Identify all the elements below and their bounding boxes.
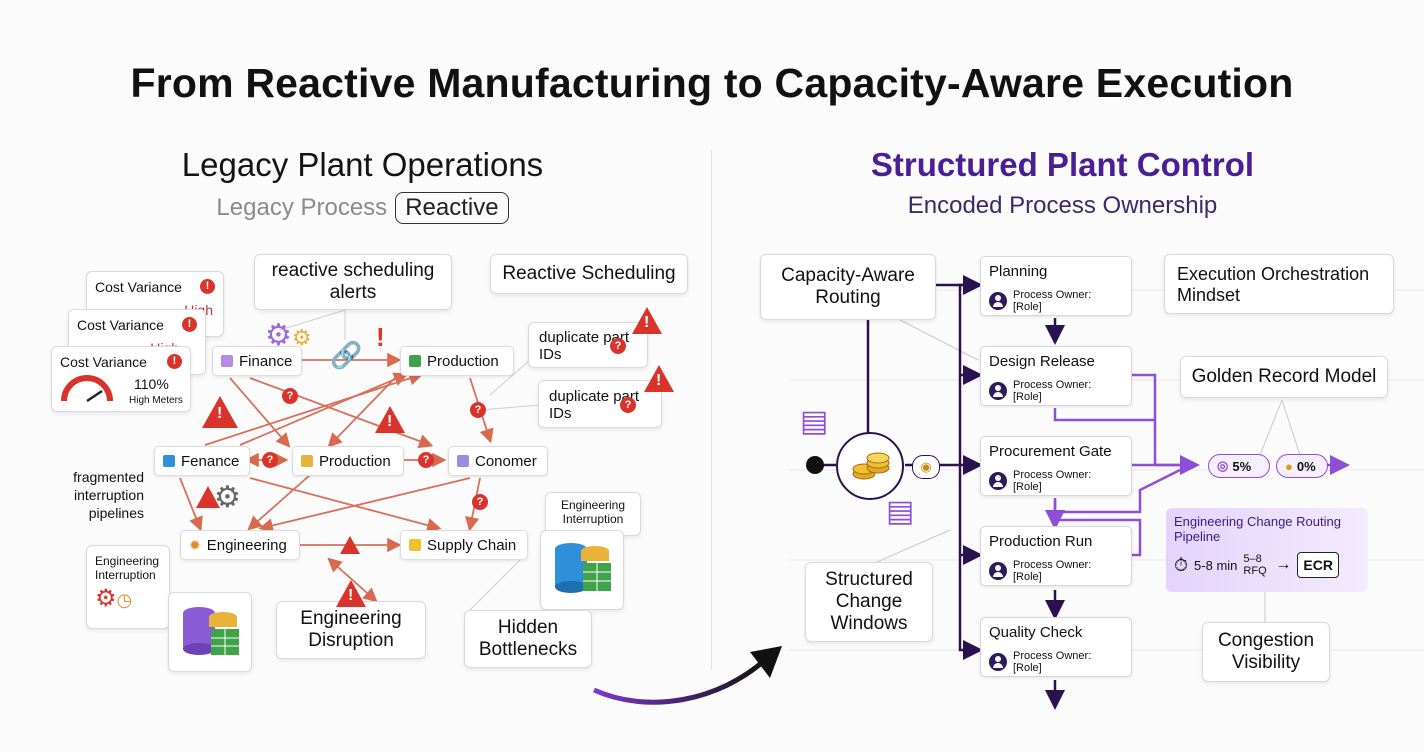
- cost-variance-label: Cost Variance: [77, 317, 164, 333]
- cost-variance-value: 110%: [134, 376, 169, 392]
- congestion-visibility-callout: Congestion Visibility: [1202, 622, 1330, 682]
- gear-icon: ⚙: [214, 481, 241, 514]
- coin-icon: ●: [1285, 458, 1293, 474]
- ecr-pipeline-title: Engineering Change Routing Pipeline: [1174, 514, 1341, 544]
- left-heading: Legacy Plant Operations: [181, 146, 544, 183]
- golden-record-callout: Golden Record Model: [1180, 356, 1388, 398]
- timer-icon: ⏱: [1174, 554, 1189, 575]
- conomer-icon: [457, 455, 469, 467]
- step-quality-check: Quality Check Process Owner: [Role]: [980, 617, 1132, 677]
- gauge-icon: [61, 375, 113, 403]
- production-icon: [301, 455, 313, 467]
- arrow-right-icon: →: [1275, 556, 1292, 573]
- step-procurement-gate: Procurement Gate Process Owner: [Role]: [980, 436, 1132, 496]
- ecr-time: 5-8 min: [1194, 557, 1238, 573]
- routing-hub: [836, 432, 904, 500]
- node-supply-chain: Supply Chain: [400, 530, 528, 560]
- warning-icon: !: [202, 396, 238, 428]
- node-conomer: Conomer: [448, 446, 548, 476]
- supply-chain-icon: [409, 539, 421, 551]
- node-engineering: ✹Engineering: [180, 530, 300, 560]
- database-spreadsheet-icon: [555, 543, 611, 593]
- left-subtitle: Legacy Process: [216, 194, 388, 221]
- engineering-interruption-card-1: Engineering Interruption ⚙◷: [86, 545, 170, 629]
- exclamation-icon: !: [376, 322, 385, 352]
- structured-change-windows-callout: Structured Change Windows: [805, 562, 933, 642]
- hidden-bottlenecks-callout: Hidden Bottlenecks: [464, 610, 592, 668]
- warning-icon: !: [632, 307, 662, 334]
- cost-variance-note: High Meters: [129, 395, 183, 406]
- question-icon: ?: [262, 452, 278, 468]
- fenance-icon: [163, 455, 175, 467]
- warning-icon: !: [336, 580, 366, 607]
- cost-variance-card-3: Cost Variance! 110% High Meters: [51, 346, 191, 412]
- reactive-scheduling-alerts-callout: reactive scheduling alerts: [254, 254, 452, 310]
- person-icon: [989, 562, 1007, 580]
- main-title: From Reactive Manufacturing to Capacity-…: [130, 60, 1294, 106]
- person-icon: [989, 653, 1007, 671]
- cost-variance-label: Cost Variance: [60, 354, 147, 370]
- question-icon: ?: [470, 402, 486, 418]
- question-icon: ?: [620, 397, 636, 413]
- money-stack-icon: ▤: [800, 405, 829, 438]
- right-subtitle: Encoded Process Ownership: [907, 192, 1218, 219]
- person-icon: [989, 472, 1007, 490]
- execution-orchestration-callout: Execution Orchestration Mindset: [1164, 254, 1394, 314]
- duplicate-part-ids-1: duplicate part IDs: [528, 322, 648, 368]
- coin-badge-icon: ◉: [912, 455, 940, 479]
- ecr-rfq: 5–8 RFQ: [1243, 553, 1267, 577]
- production-icon: [409, 355, 421, 367]
- database-card-right: [540, 530, 624, 610]
- coins-icon: ◎: [1217, 458, 1229, 473]
- engineering-interruption-label: Engineering Interruption: [95, 554, 160, 582]
- alert-icon: !: [182, 317, 197, 332]
- warning-icon: [196, 486, 220, 508]
- question-icon: ?: [418, 452, 434, 468]
- fragmented-pipelines-label: fragmented interruption pipelines: [73, 469, 144, 521]
- ecr-pipeline-panel: Engineering Change Routing Pipeline ⏱ 5-…: [1166, 508, 1368, 592]
- step-planning: Planning Process Owner: [Role]: [980, 256, 1132, 316]
- broken-link-icon: 🔗: [330, 340, 363, 370]
- left-subtitle-row: Legacy Process Reactive: [150, 192, 575, 224]
- node-production-mid: Production: [292, 446, 404, 476]
- finance-icon: [221, 355, 233, 367]
- alert-icon: !: [200, 279, 215, 294]
- ecr-badge: ECR: [1297, 552, 1339, 578]
- question-icon: ?: [282, 388, 298, 404]
- pill-5-percent: ◎5%: [1208, 454, 1270, 478]
- question-icon: ?: [610, 338, 626, 354]
- start-node: [806, 456, 824, 474]
- alert-icon: !: [167, 354, 182, 369]
- step-design-release: Design Release Process Owner: [Role]: [980, 346, 1132, 406]
- person-icon: [989, 382, 1007, 400]
- pill-0-percent: ●0%: [1276, 454, 1328, 478]
- warning-icon: !: [375, 406, 405, 433]
- database-spreadsheet-icon: [183, 607, 239, 655]
- right-heading: Structured Plant Control: [870, 146, 1255, 183]
- node-finance: Finance: [212, 346, 302, 376]
- step-production-run: Production Run Process Owner: [Role]: [980, 526, 1132, 586]
- reactive-scheduling-callout: Reactive Scheduling: [490, 254, 688, 294]
- database-card-left: [168, 592, 252, 672]
- engineering-disruption-callout: Engineering Disruption: [276, 601, 426, 659]
- capacity-aware-routing-callout: Capacity-Aware Routing: [760, 254, 936, 320]
- node-fenance: Fenance: [154, 446, 250, 476]
- center-divider: [711, 150, 712, 670]
- question-icon: ?: [472, 494, 488, 510]
- cost-variance-label: Cost Variance: [95, 279, 182, 295]
- node-production-top: Production: [400, 346, 514, 376]
- person-icon: [989, 292, 1007, 310]
- gear-clock-icon: ⚙◷: [95, 585, 133, 612]
- reactive-tag: Reactive: [395, 192, 509, 224]
- coins-icon: [852, 452, 890, 480]
- warning-icon: !: [644, 365, 674, 392]
- transition-arrow: [592, 646, 782, 705]
- duplicate-part-ids-2: duplicate part IDs: [538, 380, 662, 428]
- money-stack-icon: ▤: [886, 495, 915, 528]
- gears-icon: ⚙⚙: [265, 319, 312, 352]
- warning-icon: [340, 536, 360, 554]
- gear-icon: ✹: [189, 536, 201, 553]
